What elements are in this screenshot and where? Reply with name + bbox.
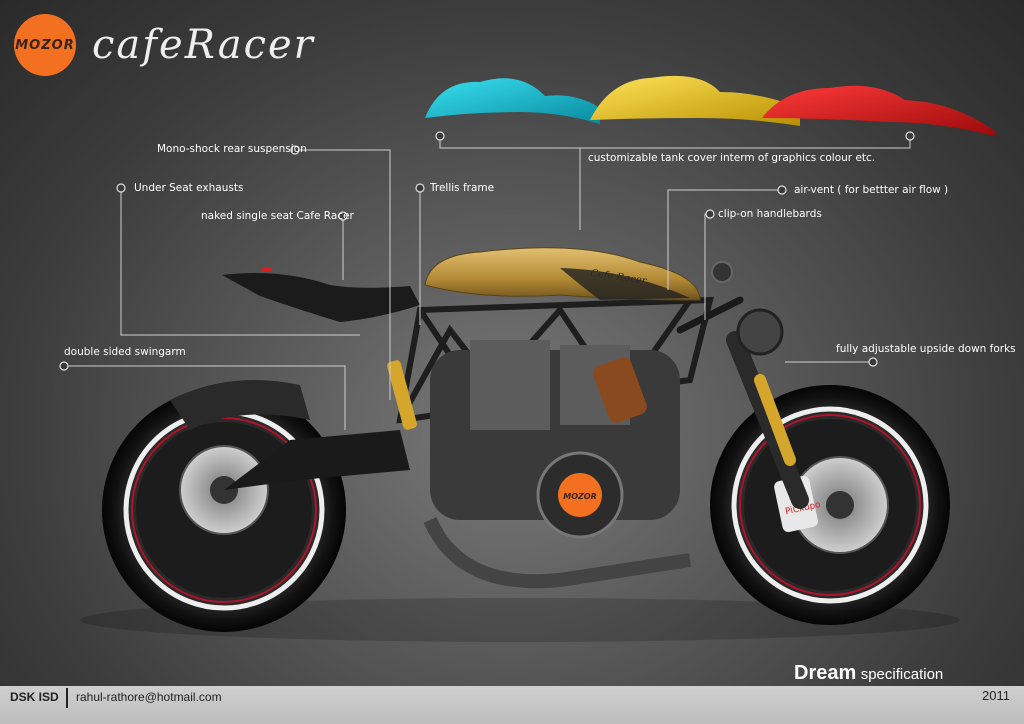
instrument-cluster [711, 261, 733, 283]
callout-naked-seat: naked single seat Cafe Racer [201, 210, 354, 222]
footer-bar [0, 686, 1024, 724]
callout-tank-cover: customizable tank cover interm of graphi… [588, 152, 876, 164]
year-label: 2011 [982, 688, 1010, 703]
engine-badge: MOZOR [563, 492, 597, 501]
callout-swingarm: double sided swingarm [64, 346, 186, 358]
callout-under-seat-exhausts: Under Seat exhausts [134, 182, 244, 194]
studio-name: DSK ISD [10, 690, 59, 704]
tank-cover-yellow [590, 75, 800, 126]
callout-clip-on: clip-on handlebards [718, 208, 822, 220]
page-title: cafeRacer [92, 22, 315, 68]
tank-cover-cyan [425, 78, 600, 124]
headline-rest: specification [860, 666, 944, 683]
rear-wheel [102, 388, 346, 632]
clip-on-handlebar [676, 296, 744, 334]
dream-headline: Dream specification [794, 662, 943, 685]
headline-bold: Dream [794, 662, 857, 684]
engine: MOZOR [423, 340, 692, 589]
callout-mono-shock: Mono-shock rear suspension [157, 143, 307, 155]
callout-trellis-frame: Trellis frame [430, 182, 495, 194]
author-email[interactable]: rahul-rathore@hotmail.com [76, 690, 222, 704]
rear-hugger [170, 380, 310, 430]
logo-text: MOZOR [15, 37, 75, 53]
tail-seat [222, 272, 420, 322]
front-wheel: PiCkupo [710, 385, 950, 625]
tank-cover-red [762, 85, 996, 136]
callout-air-vent: air-vent ( for bettter air flow ) [794, 184, 949, 196]
mozor-logo: MOZOR [14, 14, 76, 76]
callout-forks: fully adjustable upside down forks [836, 343, 1016, 355]
rear-shock [387, 360, 417, 430]
swingarm [224, 430, 410, 490]
footer-divider [66, 688, 68, 708]
front-forks [726, 308, 809, 509]
